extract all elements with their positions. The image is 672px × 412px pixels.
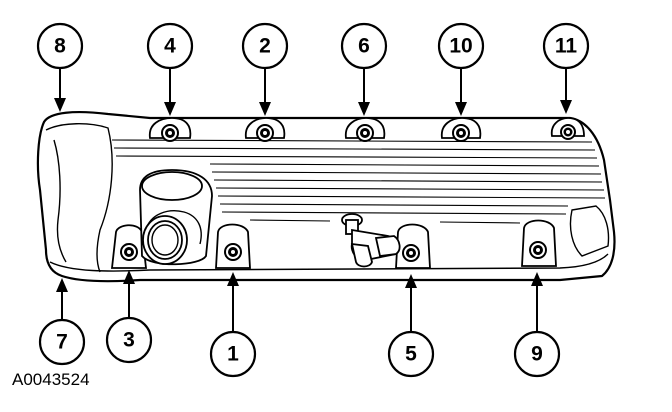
bolt-heads (120, 124, 576, 262)
bolt-5 (402, 244, 420, 262)
callout-8: 8 (36, 22, 84, 70)
callout-7: 7 (38, 318, 86, 366)
callout-label: 1 (227, 343, 239, 366)
callout-label: 6 (358, 35, 370, 58)
rear-tab (569, 205, 610, 257)
callout-label: 2 (259, 35, 271, 58)
bolt-10 (452, 124, 470, 142)
callout-10: 10 (437, 22, 485, 70)
leader-lines (54, 68, 572, 332)
bolt-2 (256, 124, 274, 142)
callout-label: 3 (123, 329, 135, 352)
callout-label: 5 (405, 343, 417, 366)
oil-filler-neck (139, 169, 213, 266)
pcv-valve (341, 213, 401, 268)
callout-1: 1 (209, 330, 257, 378)
callout-label: 4 (164, 35, 176, 58)
bolt-3 (120, 243, 138, 261)
figure-id: A0043524 (12, 370, 90, 389)
callout-label: 11 (555, 35, 578, 58)
valve-cover (36, 110, 616, 283)
callout-label: 9 (531, 343, 543, 366)
bolt-6 (356, 124, 374, 142)
bolt-11 (560, 124, 576, 140)
bolt-9 (529, 241, 547, 259)
front-end-cap-inner (53, 139, 67, 263)
callout-5: 5 (387, 330, 435, 378)
callout-11: 11 (542, 22, 590, 70)
cover-ribs (111, 139, 606, 224)
callout-label: 8 (54, 35, 66, 58)
callouts: 8 4 2 6 10 11 7 3 (36, 22, 590, 378)
bolt-1 (224, 243, 242, 261)
callout-label: 7 (56, 331, 68, 354)
callout-2: 2 (241, 22, 289, 70)
callout-3: 3 (105, 316, 153, 364)
bolt-4 (161, 124, 179, 142)
callout-9: 9 (513, 330, 561, 378)
callout-6: 6 (340, 22, 388, 70)
front-end-cap (45, 123, 113, 273)
callout-label: 10 (449, 35, 472, 58)
gasket-flange-line (49, 253, 609, 272)
callout-4: 4 (146, 22, 194, 70)
